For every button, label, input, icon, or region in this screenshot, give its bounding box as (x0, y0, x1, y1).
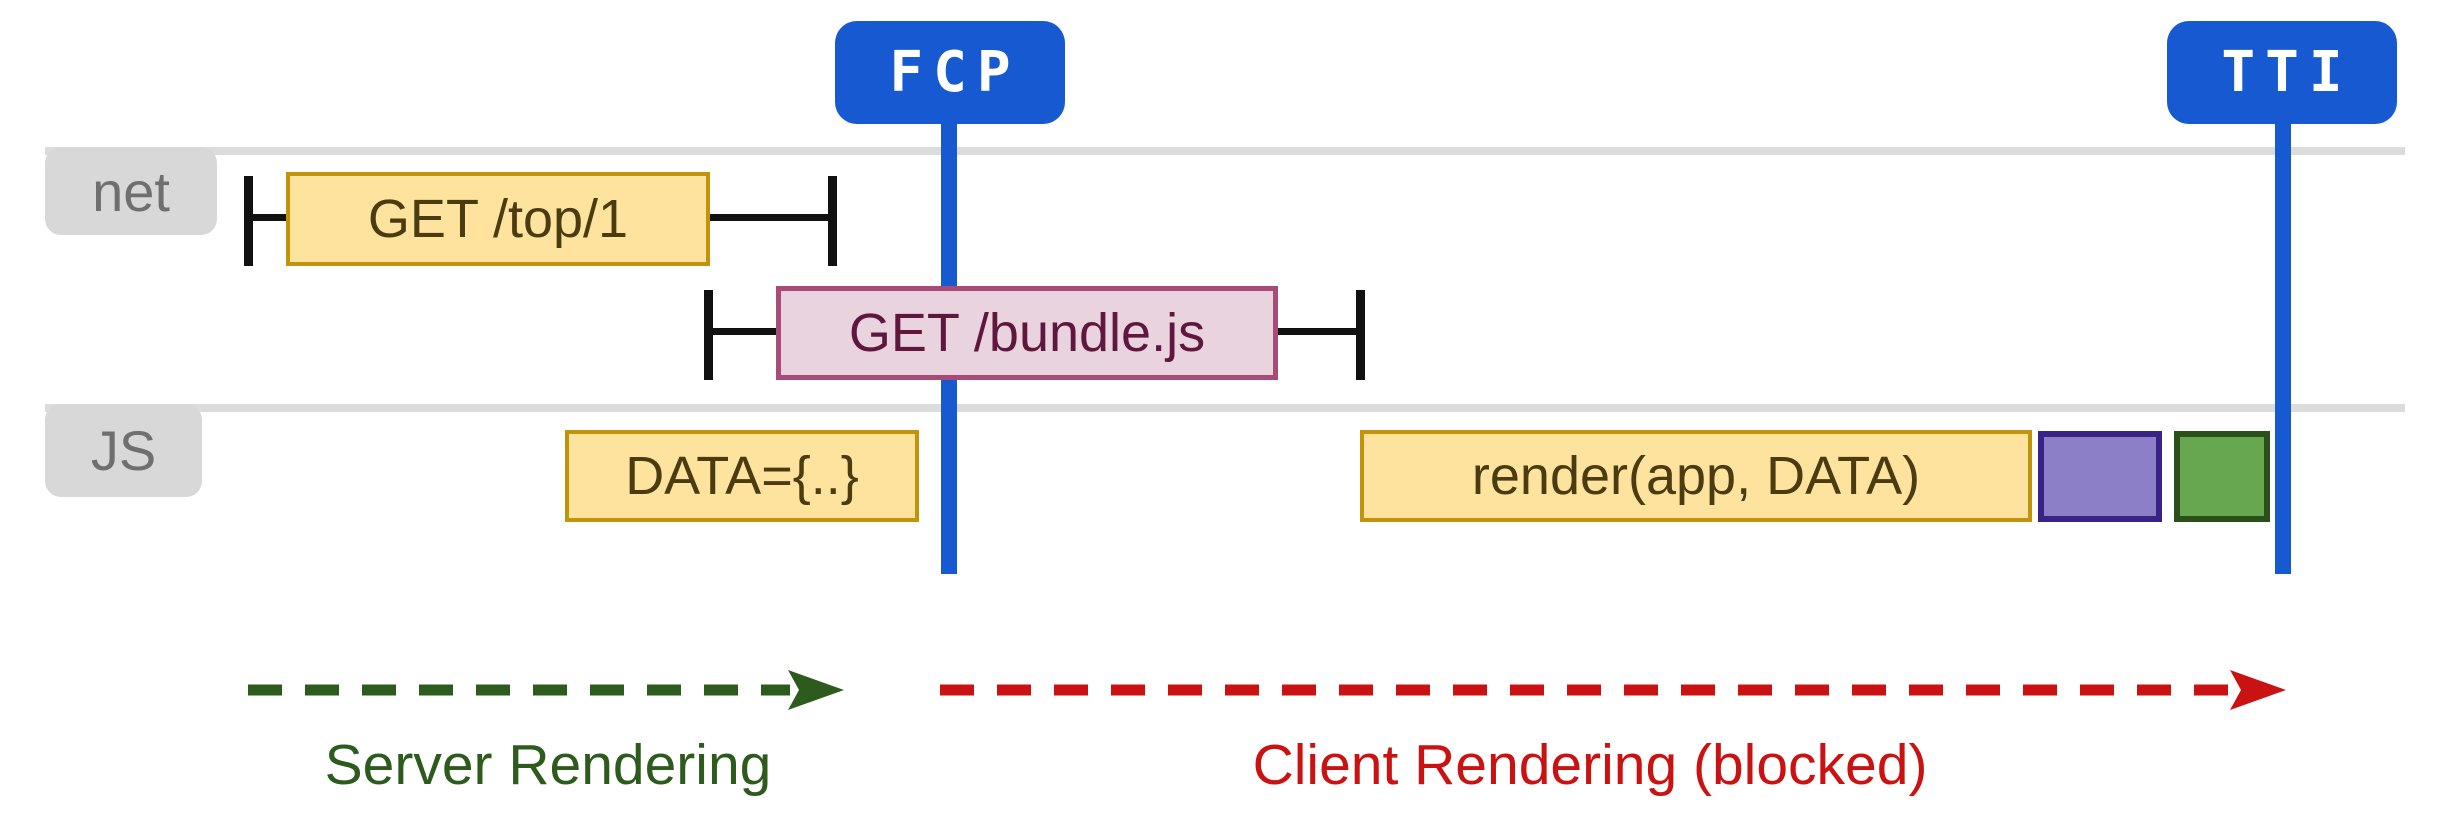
server-rendering-arrow (248, 670, 844, 710)
get-top-right-whisker-connector (708, 214, 834, 221)
tti-marker-line (2275, 122, 2291, 574)
get-bundle-task-label: GET /bundle.js (848, 303, 1206, 363)
data-task-label: DATA={..} (625, 446, 859, 506)
tti-badge-label: TTI (2221, 40, 2353, 105)
get-bundle-end-whisker (1356, 290, 1365, 380)
tti-badge: TTI (2167, 21, 2397, 124)
client-rendering-label: Client Rendering (blocked) (1252, 733, 1928, 797)
get-bundle-task: GET /bundle.js (776, 286, 1278, 380)
get-bundle-left-whisker-connector (710, 328, 778, 335)
get-bundle-right-whisker-connector (1276, 328, 1360, 335)
get-top-left-whisker-connector (250, 214, 290, 221)
get-top-task: GET /top/1 (286, 172, 710, 266)
get-top-end-whisker (828, 176, 837, 266)
net-lane-line (45, 147, 2405, 155)
paint-task-block (2174, 431, 2270, 522)
js-lane-tab: JS (45, 404, 202, 497)
get-top-start-whisker (244, 176, 253, 266)
get-bundle-start-whisker (704, 290, 713, 380)
net-lane-tab: net (45, 147, 217, 235)
get-top-task-label: GET /top/1 (367, 189, 629, 249)
render-task-label: render(app, DATA) (1471, 446, 1921, 506)
fcp-badge: FCP (835, 21, 1065, 124)
data-task: DATA={..} (565, 430, 919, 522)
js-lane-line (45, 404, 2405, 412)
fcp-badge-label: FCP (889, 40, 1021, 105)
style-task-block (2038, 431, 2162, 522)
server-rendering-label: Server Rendering (324, 733, 772, 797)
net-lane-label: net (92, 159, 170, 223)
js-lane-label: JS (90, 419, 157, 482)
render-task: render(app, DATA) (1360, 430, 2032, 522)
client-rendering-arrow (940, 670, 2286, 710)
